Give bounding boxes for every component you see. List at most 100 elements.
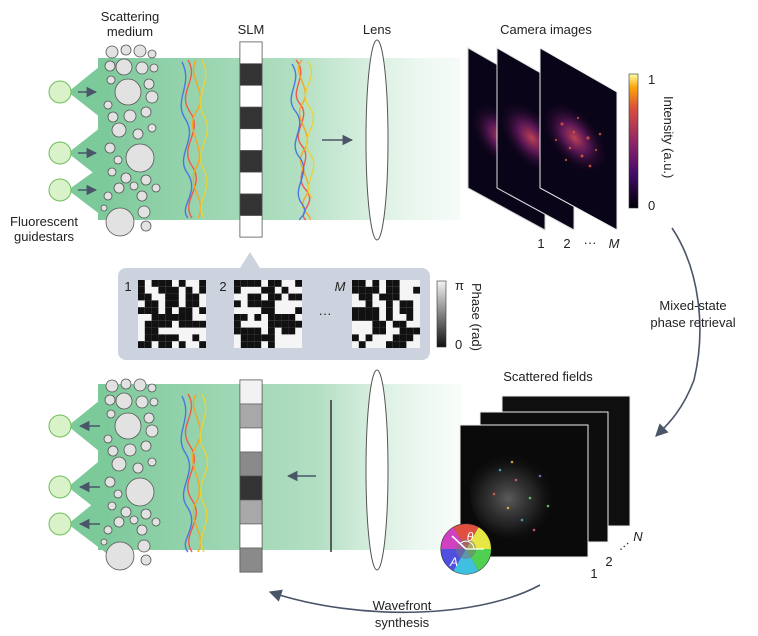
pattern-pixel — [240, 334, 248, 342]
pattern-pixel — [261, 300, 268, 308]
pattern-pixel — [165, 320, 172, 328]
pattern-pixel — [268, 314, 275, 321]
lens-bottom — [365, 369, 389, 571]
pattern-pixel — [185, 300, 193, 308]
label-wavefront-1: Wavefront — [373, 598, 432, 613]
pattern-pixel — [247, 327, 255, 335]
label-amplitude: A — [449, 555, 458, 569]
pattern-pixel — [165, 293, 172, 301]
label-camera-images: Camera images — [500, 22, 592, 37]
arrow-phase-retrieval — [655, 227, 701, 437]
pattern-pixel — [386, 300, 393, 308]
pattern-pixel — [406, 314, 414, 321]
pattern-pixel — [144, 334, 152, 342]
slm-bottom — [239, 379, 263, 573]
pattern-pixel — [386, 280, 393, 287]
pattern-pixel — [192, 293, 200, 301]
pattern-pixel — [158, 286, 166, 294]
beam-bottom-wide — [98, 384, 462, 550]
phase-colorbar — [436, 280, 447, 348]
pattern-pixel — [247, 334, 255, 342]
pattern-pixel — [399, 341, 407, 348]
guidestar-top-1 — [48, 80, 72, 104]
pattern-pixel — [392, 293, 400, 301]
pattern-pixel — [151, 320, 159, 328]
label-field-idx-2: 2 — [605, 554, 612, 569]
pattern-pixel — [406, 334, 414, 342]
pattern-pixel — [199, 286, 206, 294]
pattern-pixel — [158, 341, 166, 348]
label-scattering-medium-1: Scattering — [101, 9, 160, 24]
label-mixed-state-2: phase retrieval — [650, 315, 735, 330]
pattern-pixel — [295, 320, 302, 328]
scattered-field-1 — [459, 424, 589, 558]
pattern-pixel — [185, 320, 193, 328]
pattern-pixel — [234, 280, 241, 287]
pattern-pixel — [392, 334, 400, 342]
pattern-pixel — [281, 320, 289, 328]
pattern-pixel — [268, 334, 275, 342]
pattern-pixel — [392, 286, 400, 294]
phase-amplitude-color-wheel — [440, 523, 492, 575]
field-speckles — [492, 460, 550, 532]
pattern-pixel — [172, 300, 179, 308]
panel-pointer — [240, 252, 260, 268]
pattern-pixel — [288, 320, 296, 328]
intensity-colorbar — [628, 73, 639, 209]
guidestar-top-3 — [48, 178, 72, 202]
slm-pattern-1 — [138, 280, 206, 348]
pattern-pixel — [234, 327, 241, 335]
pattern-pixel — [138, 280, 145, 287]
slm-top — [239, 41, 263, 238]
pattern-pixel — [358, 314, 366, 321]
pattern-pixel — [254, 341, 262, 348]
pattern-pixel — [406, 307, 414, 314]
pattern-pixel — [185, 314, 193, 321]
pattern-pixel — [274, 314, 282, 321]
pattern-pixel — [185, 307, 193, 314]
pattern-pixel — [165, 300, 172, 308]
pattern-pixel — [386, 314, 393, 321]
label-camera-idx-m: M — [609, 236, 620, 251]
label-wavefront-2: synthesis — [375, 615, 430, 630]
pattern-pixel — [240, 327, 248, 335]
pattern-pixel — [386, 293, 393, 301]
pattern-pixel — [158, 320, 166, 328]
pattern-pixel — [185, 293, 193, 301]
pattern-pixel — [386, 341, 393, 348]
pattern-pixel — [379, 320, 386, 328]
waves-bottom — [180, 393, 209, 553]
label-slm: SLM — [238, 22, 265, 37]
pattern-pixel — [151, 307, 159, 314]
pattern-pixel — [254, 300, 262, 308]
pattern-pixel — [288, 293, 296, 301]
pattern-pixel — [254, 334, 262, 342]
pattern-pixel — [268, 327, 275, 335]
pattern-pixel — [399, 327, 407, 335]
pattern-pixel — [234, 286, 241, 294]
guidestar-bottom-1 — [48, 414, 72, 438]
label-phase-max: π — [455, 278, 464, 293]
pattern-pixel — [151, 327, 159, 335]
pattern-pixel — [281, 327, 289, 335]
label-intensity-axis: Intensity (a.u.) — [661, 96, 676, 178]
pattern-pixel — [281, 286, 289, 294]
pattern-pixel — [365, 334, 373, 342]
pattern-pixel — [295, 307, 302, 314]
pattern-pixel — [288, 327, 296, 335]
pattern-pixel — [158, 280, 166, 287]
pattern-pixel — [386, 286, 393, 294]
pattern-pixel — [247, 300, 255, 308]
slm-pattern-2 — [234, 280, 302, 348]
pattern-pixel — [138, 341, 145, 348]
label-camera-idx-2: 2 — [563, 236, 570, 251]
pattern-pixel — [151, 280, 159, 287]
pattern-pixel — [178, 307, 186, 314]
pattern-pixel — [192, 300, 200, 308]
pattern-pixel — [392, 320, 400, 328]
label-lens: Lens — [363, 22, 392, 37]
pattern-pixel — [352, 286, 359, 294]
pattern-pixel — [413, 286, 420, 294]
pattern-pixel — [261, 286, 268, 294]
